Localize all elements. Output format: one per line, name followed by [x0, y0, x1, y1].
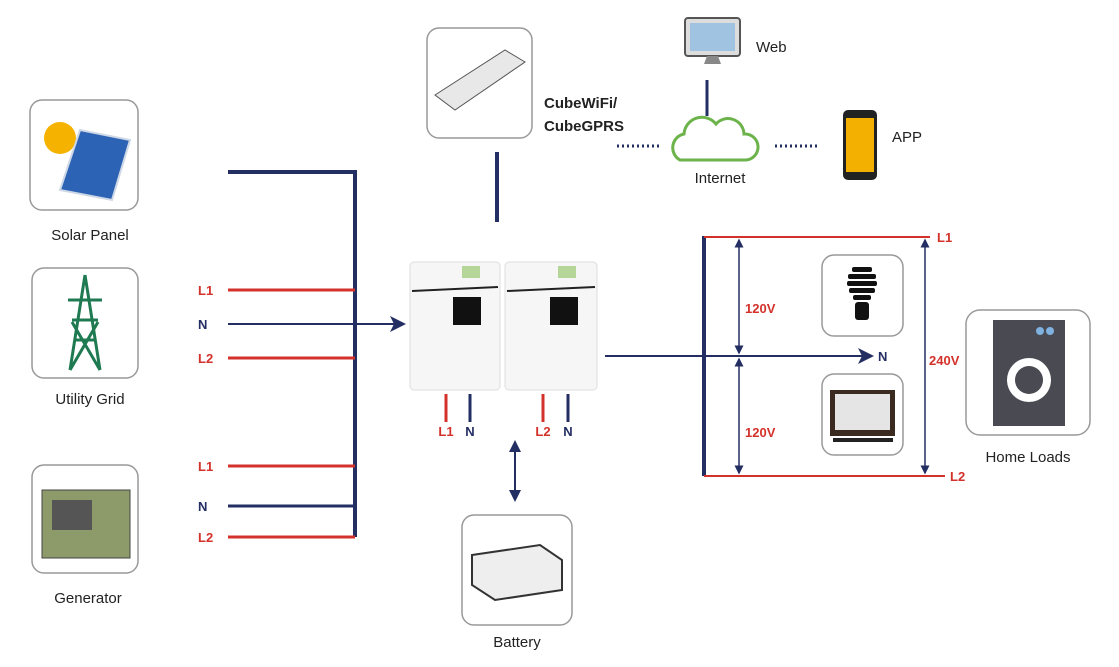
home-loads-node: Home Loads — [965, 309, 1091, 466]
out-l1-label: L1 — [937, 230, 952, 245]
generator-node: Generator — [31, 464, 139, 607]
light-bulb-icon — [847, 267, 877, 320]
inv-n1-label: N — [465, 424, 474, 439]
solar-label: Solar Panel — [51, 227, 129, 244]
washing-machine-icon — [993, 320, 1065, 426]
out-l2-label: L2 — [950, 469, 965, 484]
solar-panel-node: Solar Panel — [29, 99, 139, 244]
home-loads-label: Home Loads — [985, 449, 1070, 466]
inverter-1 — [409, 261, 501, 391]
battery-label: Battery — [493, 634, 541, 651]
internet-label: Internet — [695, 170, 747, 187]
wireless-kit-icon — [434, 49, 526, 111]
phone-icon — [843, 110, 877, 180]
battery-node: Battery — [461, 514, 573, 651]
kit-label-1: CubeWiFi/ — [544, 95, 618, 112]
generator-label: Generator — [54, 590, 122, 607]
out-n-label: N — [878, 349, 887, 364]
web-label: Web — [756, 39, 787, 56]
voltage-120-bottom: 120V — [745, 425, 776, 440]
utility-grid-node: Utility Grid — [31, 267, 139, 408]
voltage-120-top: 120V — [745, 301, 776, 316]
bulb-load — [821, 254, 904, 337]
inv-l1-label: L1 — [438, 424, 453, 439]
grid-l1-label: L1 — [198, 283, 213, 298]
gen-l2-label: L2 — [198, 530, 213, 545]
grid-label: Utility Grid — [55, 391, 124, 408]
voltage-240: 240V — [929, 353, 960, 368]
sun-icon — [44, 122, 76, 154]
tv-load — [821, 373, 904, 456]
inv-n2-label: N — [563, 424, 572, 439]
wireless-kit-node: CubeWiFi/ CubeGPRS — [426, 27, 624, 139]
inverter-2 — [504, 261, 598, 391]
monitor-icon — [684, 17, 741, 64]
gen-l1-label: L1 — [198, 459, 213, 474]
cloud-icon — [671, 115, 760, 162]
gen-n-label: N — [198, 499, 207, 514]
grid-l2-label: L2 — [198, 351, 213, 366]
tv-icon — [830, 390, 895, 442]
app-label: APP — [892, 129, 922, 146]
battery-icon — [471, 543, 563, 602]
kit-label-2: CubeGPRS — [544, 118, 624, 135]
grid-n-label: N — [198, 317, 207, 332]
inv-l2-label: L2 — [535, 424, 550, 439]
solar-panel-icon — [58, 128, 132, 202]
power-tower-icon — [68, 274, 102, 371]
